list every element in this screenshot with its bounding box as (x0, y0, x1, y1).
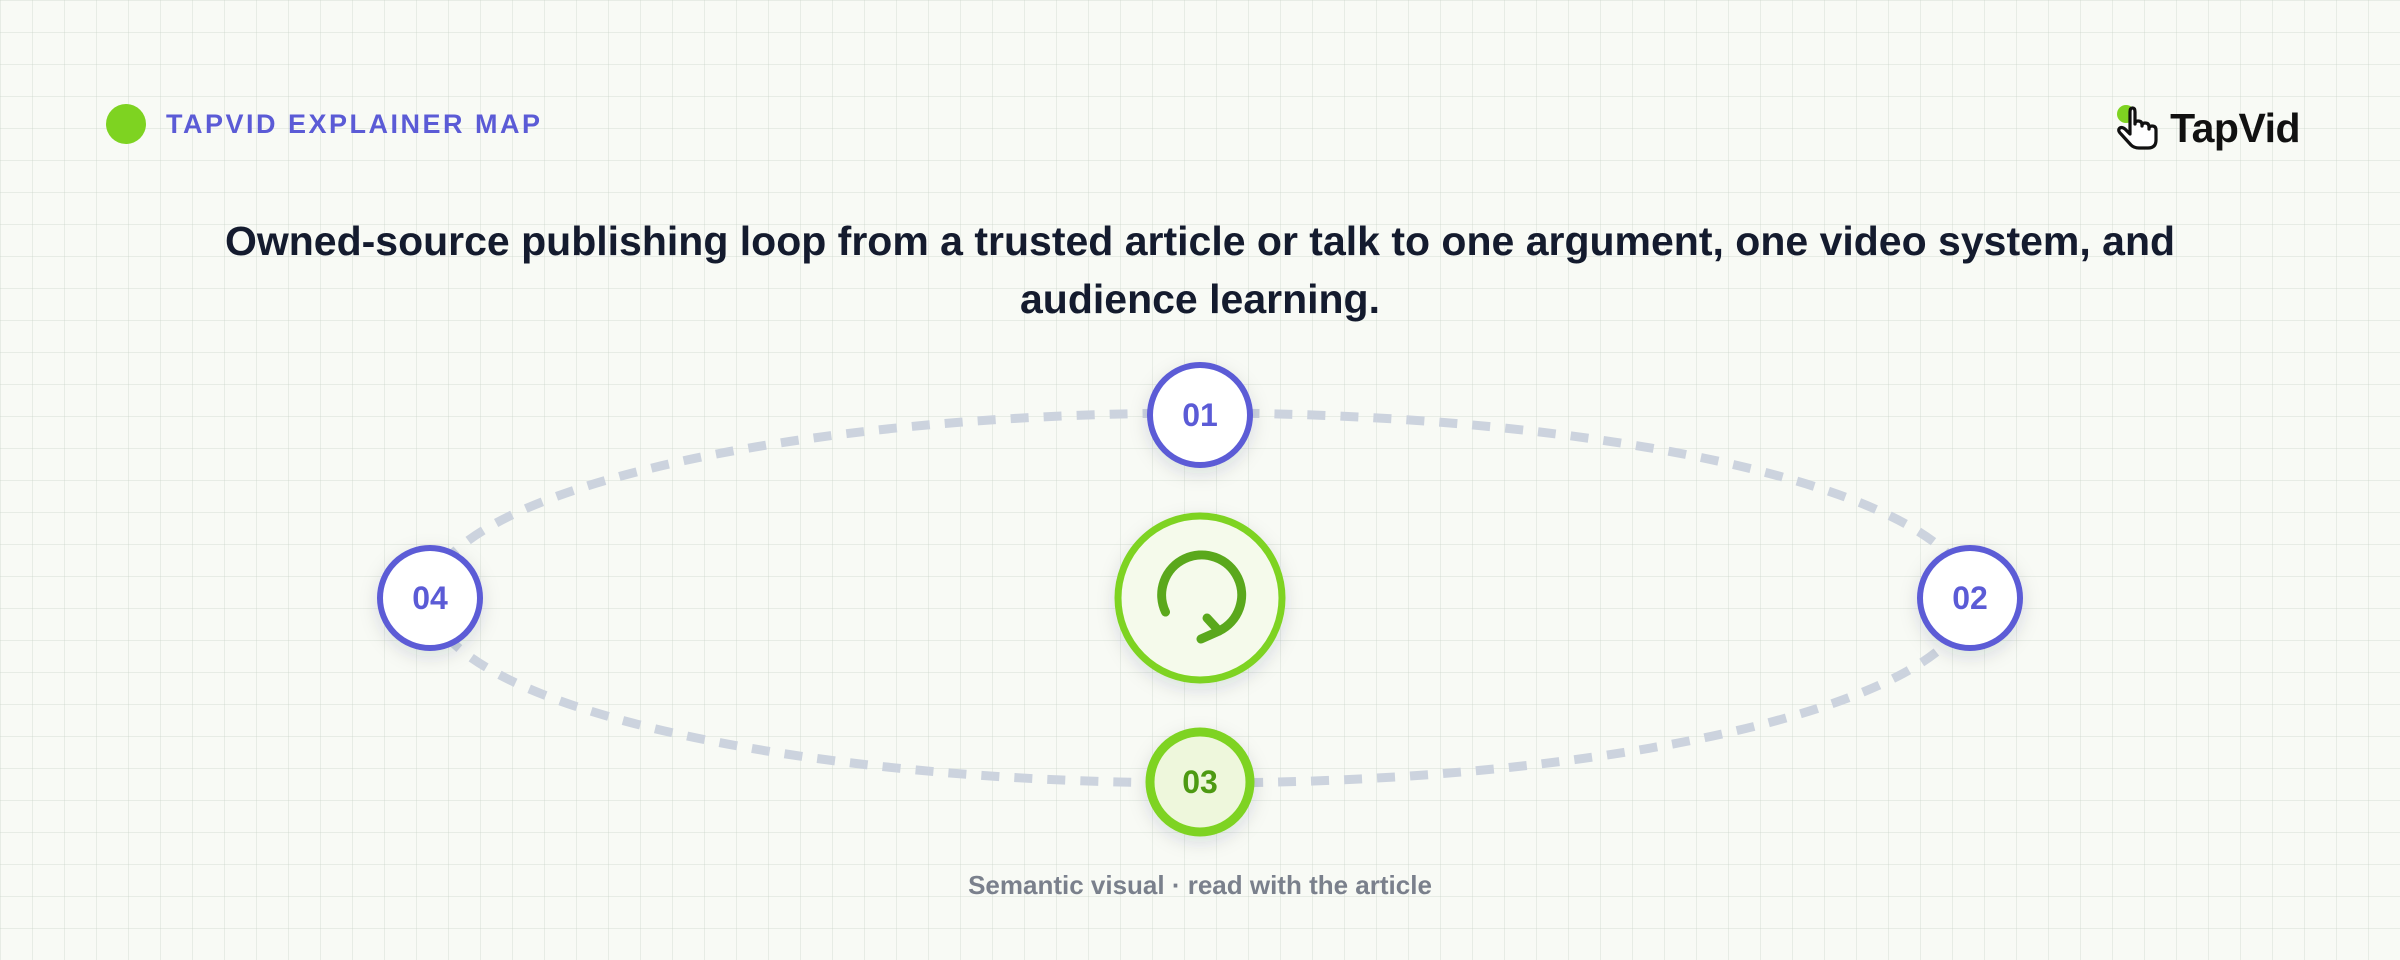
node-01[interactable]: 01 (1147, 362, 1253, 468)
node-03-label: 03 (1182, 764, 1218, 800)
pointer-hand-icon (2117, 105, 2158, 150)
center-hub (1114, 512, 1286, 684)
refresh-cycle-icon (1157, 550, 1247, 644)
caption: Semantic visual · read with the article (968, 870, 1432, 900)
tag-label: TAPVID EXPLAINER MAP (166, 108, 543, 139)
tapvid-logo[interactable]: TapVid (2112, 100, 2300, 156)
node-04-label: 04 (412, 580, 448, 616)
page-title: Owned-source publishing loop from a trus… (224, 218, 2176, 322)
node-01-label: 01 (1182, 397, 1218, 433)
node-03[interactable]: 03 (1145, 727, 1255, 837)
node-02[interactable]: 02 (1917, 545, 2023, 651)
node-02-label: 02 (1952, 580, 1988, 616)
logo-text: TapVid (2170, 104, 2300, 151)
header-tag: TAPVID EXPLAINER MAP (106, 104, 543, 144)
node-04[interactable]: 04 (377, 545, 483, 651)
tag-dot (106, 104, 146, 144)
